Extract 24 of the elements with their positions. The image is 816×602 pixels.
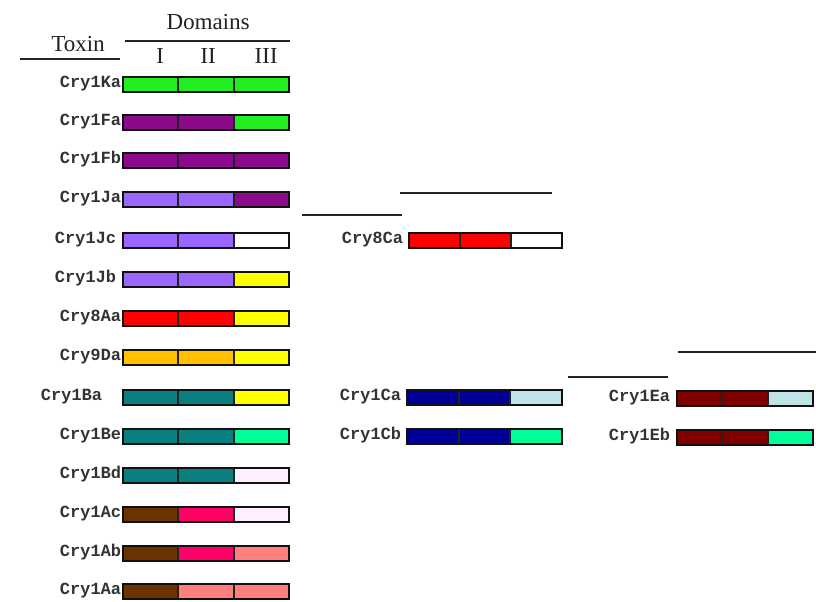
domain-numeral: I	[156, 44, 164, 67]
toxin-name: Cry1Jb	[54, 270, 116, 287]
column-header: Toxin	[51, 32, 105, 55]
toxin-name: Cry1Ac	[60, 505, 121, 522]
domain-numeral: II	[200, 44, 216, 67]
toxin-name: Cry1Bd	[60, 466, 121, 483]
toxin-name: Cry1Be	[60, 427, 121, 444]
toxin-name: Cry1Eb	[608, 428, 670, 445]
toxin-name: Cry9Da	[60, 348, 121, 365]
toxin-name: Cry1Ea	[608, 389, 670, 406]
toxin-name: Cry1Ca	[340, 388, 401, 405]
toxin-name: Cry1Ba	[40, 388, 102, 405]
toxin-name: Cry1Ab	[60, 544, 121, 561]
toxin-name: Cry8Aa	[60, 309, 121, 326]
toxin-name: Cry1Ja	[60, 190, 121, 207]
toxin-name: Cry1Jc	[54, 231, 116, 248]
column-header: Domains	[166, 10, 250, 33]
toxin-name: Cry1Fa	[60, 113, 121, 130]
toxin-name: Cry1Ka	[60, 75, 121, 92]
toxin-name: Cry8Ca	[342, 231, 403, 248]
toxin-name: Cry1Cb	[340, 427, 401, 444]
toxin-name: Cry1Fb	[60, 151, 121, 168]
toxin-name: Cry1Aa	[60, 582, 121, 599]
domain-numeral: III	[254, 44, 278, 67]
